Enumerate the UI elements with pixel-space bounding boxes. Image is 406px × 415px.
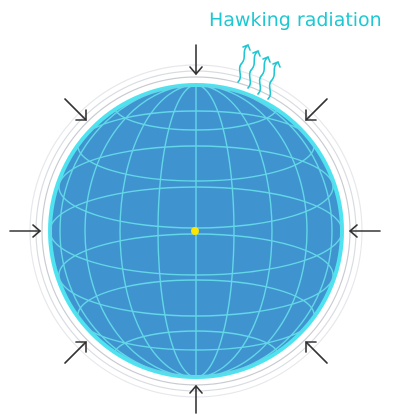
arrow-top [189, 44, 203, 76]
event-horizon-sphere [48, 83, 344, 379]
radiation-arrow [237, 43, 251, 83]
radiation-arrow [267, 60, 281, 100]
radiation-arrow [247, 49, 261, 89]
arrow-top-left [64, 98, 87, 121]
longitude-line [84, 85, 308, 377]
longitude-line [157, 85, 235, 377]
hawking-radiation-label: Hawking radiation [209, 9, 382, 31]
arrow-right [348, 224, 381, 238]
inward-arrows [9, 44, 381, 414]
arrow-bottom-left [64, 341, 87, 364]
longitude-line [59, 85, 333, 377]
longitude-line [119, 85, 273, 377]
radiation-arrow [257, 55, 271, 95]
arrow-top-right [305, 98, 328, 121]
center-dot [191, 227, 199, 235]
hawking-radiation-arrows [237, 43, 281, 100]
arrow-left [9, 224, 42, 238]
arrow-bottom [189, 384, 203, 414]
arrow-bottom-right [305, 341, 328, 364]
